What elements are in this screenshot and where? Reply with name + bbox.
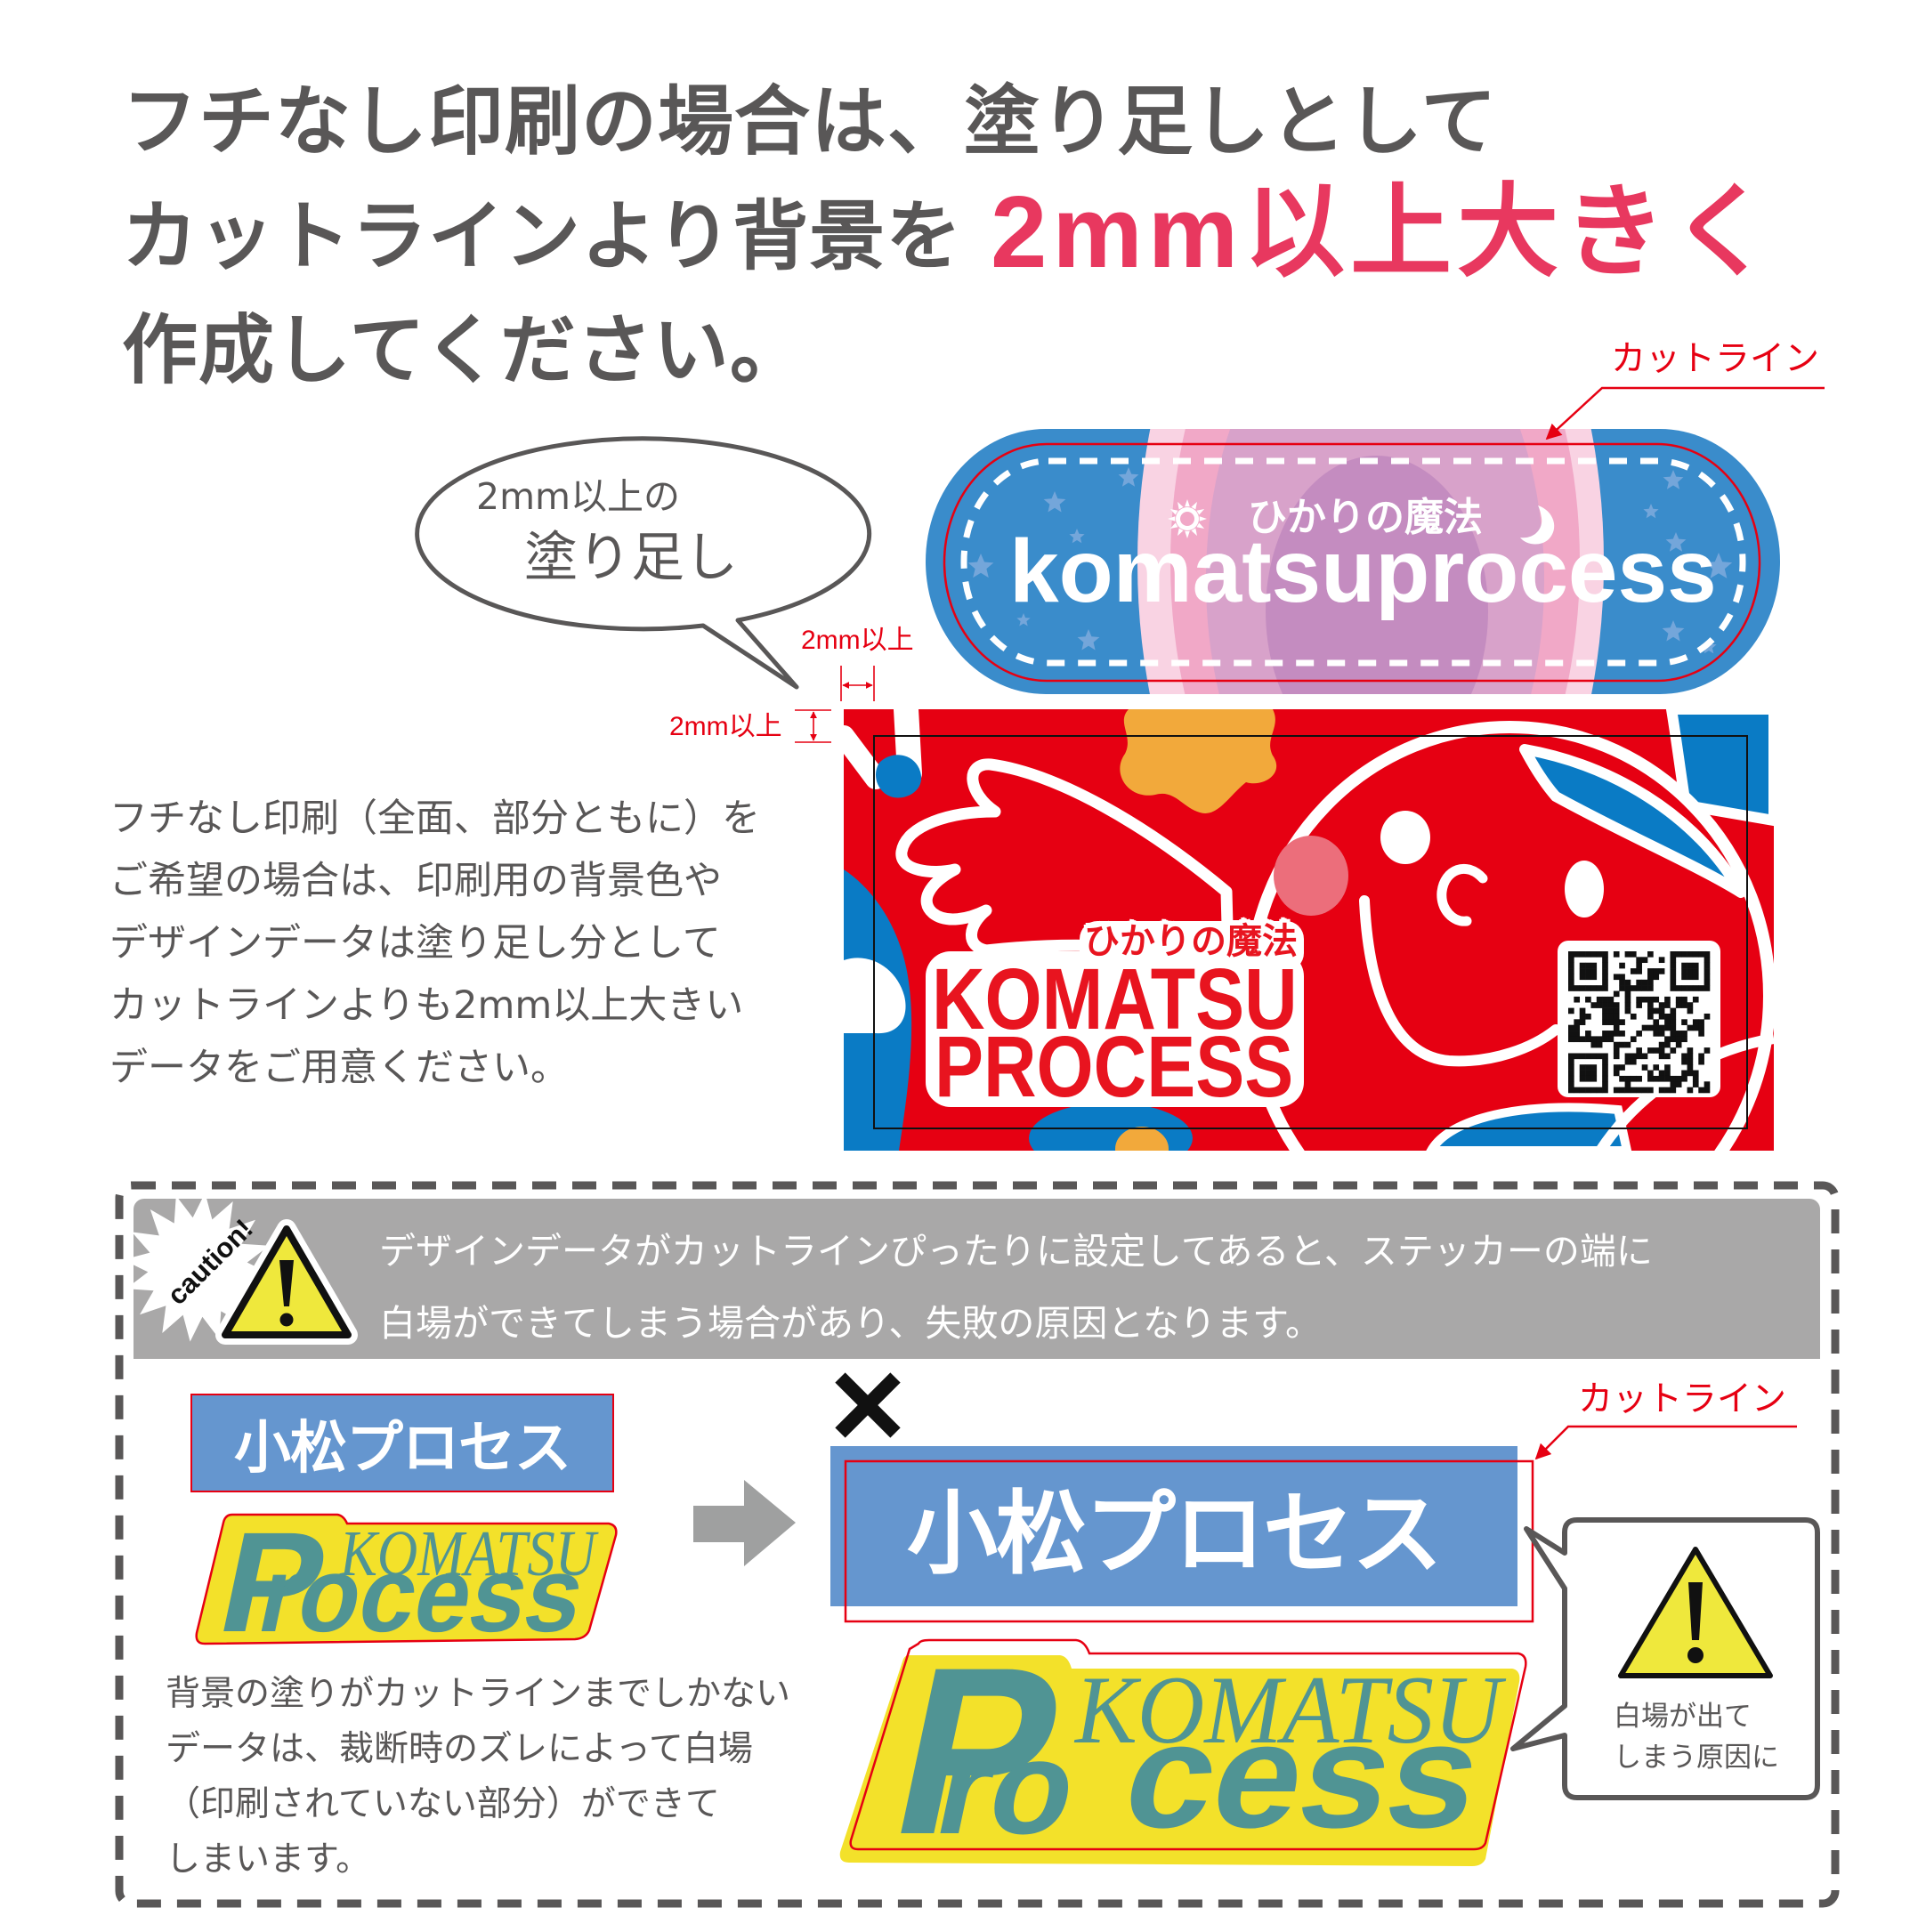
x-mark-icon [835,1372,901,1438]
dimension-label-vertical: 2mm以上 [669,712,782,741]
stitch-border [960,457,1746,667]
logo-rest-text: cess [1111,1692,1495,1859]
komatsu-process-logo-after: P ro KOMATSU cess [839,1633,1527,1873]
bubble-line-2: 塗り足し [524,527,738,589]
right-arrow-icon [693,1480,796,1566]
art-subtitle: ひかりの魔法 [1084,921,1298,962]
caution-line: デザインデータがカットラインぴったりに設定してあると、ステッカーの端に [379,1230,1653,1273]
heading-line-2: カットラインより背景を [122,193,963,281]
character-artwork [844,709,1774,1151]
callout-line: しまう原因に [1614,1742,1779,1774]
heading-line-3: 作成してください。 [122,307,806,395]
description-line: ご希望の場合は、印刷用の背景色や [109,859,722,903]
eye-left [1380,811,1430,864]
description-line: デザインデータは塗り足し分として [109,921,721,966]
cheek [1274,836,1348,916]
logo-box-after: 小松プロセス [830,1446,1517,1606]
description-line: しまいます。 [166,1839,371,1879]
cutline-label-bottom: カットライン [1578,1379,1787,1419]
dimension-arrow-horizontal [840,666,875,701]
dimension-label-horizontal: 2mm以上 [801,626,914,655]
art-cutline [873,735,1748,1129]
description-line: カットラインよりも2mm以上大きい [109,983,744,1028]
sun-icon [1168,499,1207,538]
moon-icon [1520,505,1555,545]
logo-rest-text: rocess [250,1535,595,1651]
pill-cutline [943,442,1761,683]
logo-box-before-text: 小松プロセス [234,1415,571,1482]
caution-line: 白場ができてしまう場合があり、失敗の原因となります。 [379,1302,1323,1345]
heading-emphasis: 2mm以上大きく [991,176,1778,289]
pill-title: komatsuprocess [1009,521,1717,621]
star-decorations [967,467,1733,654]
heading-line-1: フチなし印刷の場合は、塗り足しとして [122,78,1498,166]
caution-message: デザインデータがカットラインぴったりに設定してあると、ステッカーの端に 白場がで… [379,1216,1653,1360]
callout-message: 白場が出て しまう原因に [1614,1696,1779,1778]
description-line: フチなし印刷（全面、部分ともに）を [109,796,760,841]
description-line: データをご用意ください。 [109,1046,569,1090]
logo-box-before: 小松プロセス [190,1394,614,1492]
art-title-line-1: KOMATSU [932,950,1298,1047]
cutline-leader-bottom [1534,1425,1797,1460]
pill-sticker-graphic [926,429,1780,694]
logo-box-after-text: 小松プロセス [907,1481,1443,1588]
cutline-label-top: カットライン [1611,339,1820,379]
eye-right [1565,861,1604,917]
bleed-description: フチなし印刷（全面、部分ともに）を ご希望の場合は、印刷用の背景色や デザインデ… [109,788,760,1099]
warning-triangle-icon [1618,1547,1773,1678]
callout-line: 白場が出て [1614,1701,1752,1733]
pill-subtitle: ひかりの魔法 [1248,495,1483,540]
art-sticker-example: ひかりの魔法 KOMATSU PROCESS [844,709,1774,1151]
description-line: データは、裁断時のズレによって白場 [166,1729,753,1769]
bubble-line-1: 2mm以上の [476,475,680,518]
dimension-arrow-vertical [795,709,831,743]
description-line: 背景の塗りがカットラインまでしかない [166,1674,791,1714]
description-line: （印刷されていない部分）ができて [166,1784,720,1824]
art-title-line-2: PROCESS [935,1018,1294,1115]
bad-example-description: 背景の塗りがカットラインまでしかない データは、裁断時のズレによって白場 （印刷… [166,1667,790,1888]
pill-sticker-example: ひかりの魔法 komatsuprocess [926,429,1780,694]
komatsu-process-logo-before: P KOMATSU rocess [195,1508,618,1651]
